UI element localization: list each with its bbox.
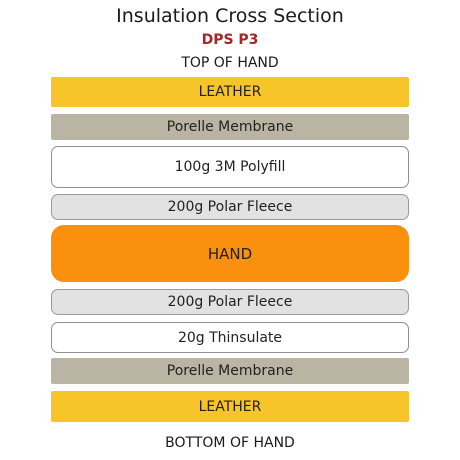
layer-label: 200g Polar Fleece: [167, 199, 293, 215]
layer-label: LEATHER: [198, 84, 262, 100]
layer-label: LEATHER: [198, 398, 262, 415]
layer-thinsulate: 20g Thinsulate: [51, 322, 409, 353]
layer-top-leather: LEATHER: [51, 77, 409, 107]
layer-label: 200g Polar Fleece: [167, 294, 293, 310]
layer-top-polar-fleece: 200g Polar Fleece: [51, 194, 409, 220]
layer-label: 20g Thinsulate: [177, 329, 283, 346]
layer-label: Porelle Membrane: [166, 363, 294, 379]
diagram-title: Insulation Cross Section: [116, 5, 344, 27]
layer-label: HAND: [207, 244, 253, 263]
layer-bottom-leather: LEATHER: [51, 391, 409, 422]
top-of-hand-caption: TOP OF HAND: [181, 55, 279, 71]
layer-bottom-porelle-membrane: Porelle Membrane: [51, 358, 409, 384]
layer-label: Porelle Membrane: [166, 119, 294, 135]
diagram-subtitle: DPS P3: [201, 32, 259, 48]
bottom-of-hand-caption: BOTTOM OF HAND: [165, 435, 295, 451]
layer-top-porelle-membrane: Porelle Membrane: [51, 114, 409, 140]
layer-hand: HAND: [51, 225, 409, 282]
layer-polyfill: 100g 3M Polyfill: [51, 146, 409, 188]
layer-bottom-polar-fleece: 200g Polar Fleece: [51, 289, 409, 315]
layer-label: 100g 3M Polyfill: [174, 159, 286, 175]
